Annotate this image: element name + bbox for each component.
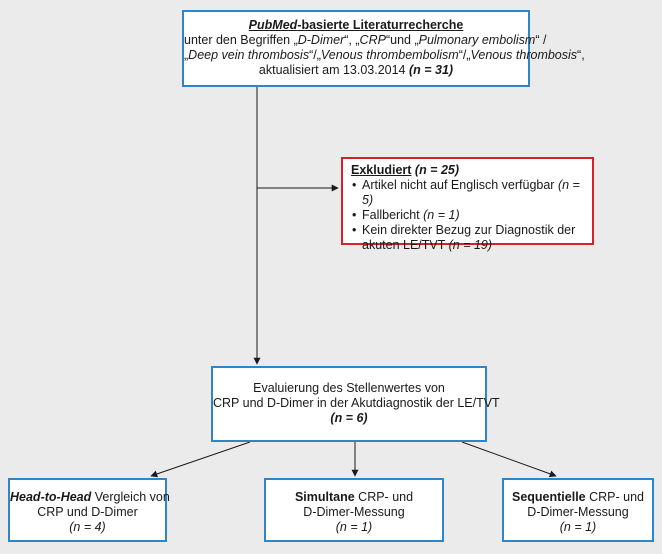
result-box-simultane: Simultane CRP- und D-Dimer-Messung (n = … [264,478,444,542]
evaluation-box: Evaluierung des Stellenwertes von CRP un… [211,366,500,442]
evaluation-line-2: CRP und D-Dimer in der Akutdiagnostik de… [213,396,500,410]
evaluation-line-1: Evaluierung des Stellenwertes von [253,381,445,395]
result-count-head-to-head: (n = 4) [69,520,106,534]
result-count-simultane: (n = 1) [335,520,373,534]
arrow-to-head-to-head [150,441,251,478]
excluded-box-title: Exkludiert (n = 25) [351,163,460,177]
excluded-count: (n = 25) [411,163,460,177]
excluded-reasons-list: Artikel nicht auf Englisch verfügbar (n … [351,178,592,253]
evaluation-count: (n = 6) [330,411,368,425]
result-box-head-to-head: Head-to-Head Vergleich von CRP und D-Dim… [8,478,170,542]
search-box-count: (n = 31) [408,63,454,77]
excluded-box: Exkludiert (n = 25) Artikel nicht auf En… [341,157,594,252]
arrow-to-sequentielle [461,441,557,478]
result-count-sequentielle: (n = 1) [559,520,597,534]
excluded-reason-case-report: Fallbericht (n = 1) [351,208,592,223]
search-box-date-line: aktualisiert am 13.03.2014 (n = 31) [258,63,454,77]
result-box-sequentielle: Sequentielle CRP- und D-Dimer-Messung (n… [502,478,654,542]
search-box-terms-line-1: unter den Begriffen „D-Dimer“, „CRP“und … [184,33,547,47]
search-box-terms-line-2: „Deep vein thrombosis“/„Venous thrombemb… [184,48,585,62]
search-box: PubMed-basierte Literaturrecherche unter… [182,10,585,87]
search-box-title: PubMed-basierte Literaturrecherche [248,18,464,32]
excluded-reason-language: Artikel nicht auf Englisch verfügbar (n … [351,178,592,208]
excluded-reason-no-relation: Kein direkter Bezug zur Diagnostik der a… [351,223,592,253]
